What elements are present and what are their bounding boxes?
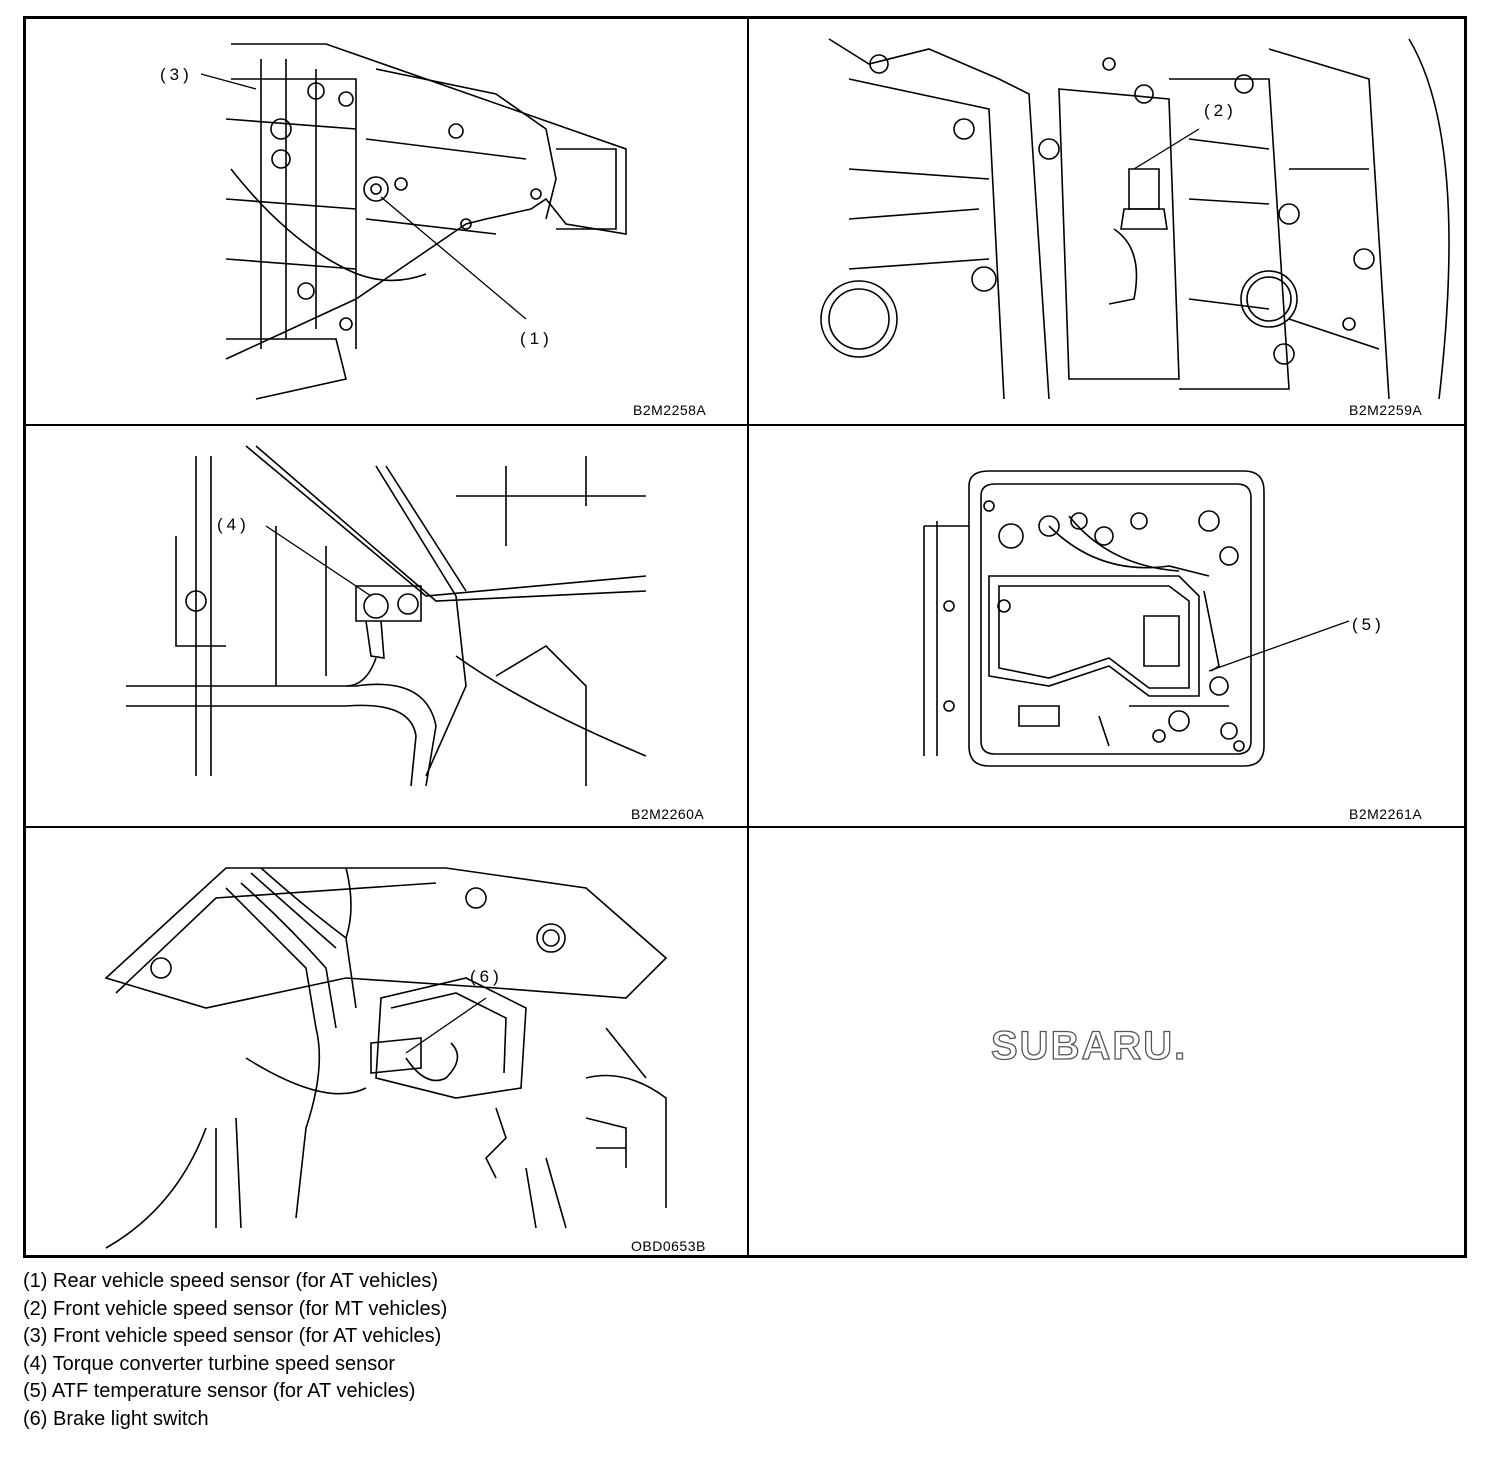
legend-item: (6) Brake light switch bbox=[23, 1407, 209, 1430]
valve-body-illustration bbox=[923, 470, 1350, 767]
grid-divider-row2 bbox=[26, 826, 1464, 828]
grid-divider-vertical bbox=[747, 19, 749, 1255]
callout-4: (4) bbox=[217, 515, 250, 534]
callout-2: (2) bbox=[1204, 101, 1237, 120]
callout-6: (6) bbox=[470, 967, 503, 986]
legend: (1) Rear vehicle speed sensor (for AT ve… bbox=[23, 1268, 447, 1433]
callout-1: (1) bbox=[520, 329, 553, 348]
callout-5: (5) bbox=[1352, 615, 1385, 634]
panel-logo: SUBARU. bbox=[749, 828, 1467, 1258]
turbine-sensor-illustration bbox=[126, 445, 647, 787]
grid-divider-row1 bbox=[26, 424, 1464, 426]
figure-code: B2M2259A bbox=[1349, 402, 1423, 418]
transmission-rear-illustration bbox=[200, 43, 627, 400]
panel-brake-switch: (6) OBD0653B bbox=[26, 828, 747, 1258]
subaru-logo: SUBARU. bbox=[990, 1023, 1188, 1068]
figure-grid: (3) (1) B2M2258A (2) bbox=[23, 16, 1467, 1258]
panel-turbine-sensor: (4) B2M2260A bbox=[26, 426, 747, 826]
figure-code: OBD0653B bbox=[631, 1238, 706, 1254]
figure-code: B2M2260A bbox=[631, 806, 705, 822]
legend-item: (5) ATF temperature sensor (for AT vehic… bbox=[23, 1380, 416, 1402]
panel-atf-sensor: (5) B2M2261A bbox=[749, 426, 1467, 826]
figure-code: B2M2261A bbox=[1349, 806, 1423, 822]
panel-transmission-rear: (3) (1) B2M2258A bbox=[26, 19, 747, 424]
transmission-mt-illustration bbox=[820, 38, 1450, 400]
callout-3: (3) bbox=[160, 65, 193, 84]
legend-item: (4) Torque converter turbine speed senso… bbox=[23, 1352, 396, 1375]
legend-item: (1) Rear vehicle speed sensor (for AT ve… bbox=[23, 1270, 438, 1292]
legend-item: (2) Front vehicle speed sensor (for MT v… bbox=[23, 1297, 448, 1320]
panel-transmission-mt: (2) B2M2259A bbox=[749, 19, 1467, 424]
brake-pedal-illustration bbox=[104, 867, 668, 1249]
figure-code: B2M2258A bbox=[633, 402, 707, 418]
legend-item: (3) Front vehicle speed sensor (for AT v… bbox=[23, 1325, 442, 1347]
